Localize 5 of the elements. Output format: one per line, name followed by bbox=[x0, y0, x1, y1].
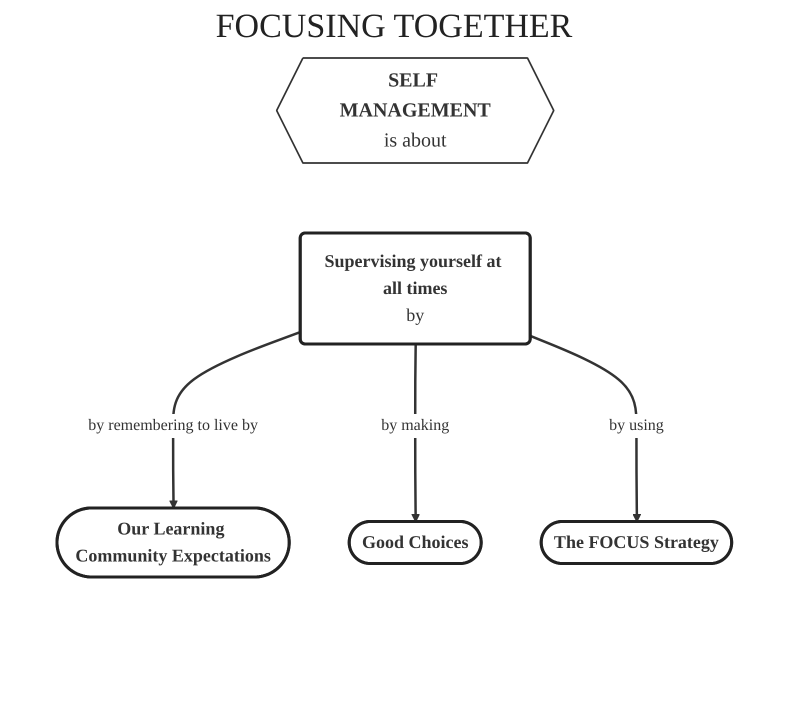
edge-label: by using bbox=[608, 416, 664, 434]
diagram-title: FOCUSING TOGETHER bbox=[214, 8, 574, 46]
edge-label: by remembering to live by bbox=[88, 416, 258, 434]
edge-label: by making bbox=[380, 416, 449, 434]
arrow bbox=[530, 334, 641, 522]
